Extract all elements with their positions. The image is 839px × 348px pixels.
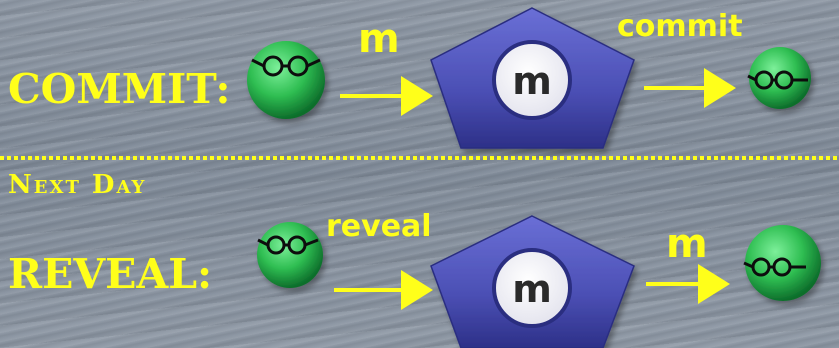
commit-arrow-in-label: m: [358, 16, 400, 62]
pentagon-box-icon: [430, 7, 635, 149]
pentagon-box-icon: [430, 215, 635, 348]
reveal-arrow-in-label: reveal: [326, 209, 432, 244]
reveal-arrow-out-label: m: [666, 221, 708, 267]
commit-box-label: m: [512, 59, 552, 103]
person-with-glasses-icon: [743, 225, 821, 301]
person-with-glasses-icon: [247, 41, 325, 119]
commit-row-label: COMMIT:: [8, 65, 230, 113]
commit-arrow-out-label: commit: [617, 9, 743, 44]
reveal-box-label: m: [512, 267, 552, 311]
divider: Next Day: [0, 156, 839, 200]
person-with-glasses-icon: [747, 47, 811, 109]
reveal-row: REVEAL: reveal m m: [8, 209, 821, 348]
person-with-glasses-icon: [257, 222, 323, 288]
reveal-row-label: REVEAL:: [8, 250, 212, 298]
commit-row: COMMIT: m m commit: [8, 7, 811, 149]
divider-label: Next Day: [8, 170, 146, 200]
